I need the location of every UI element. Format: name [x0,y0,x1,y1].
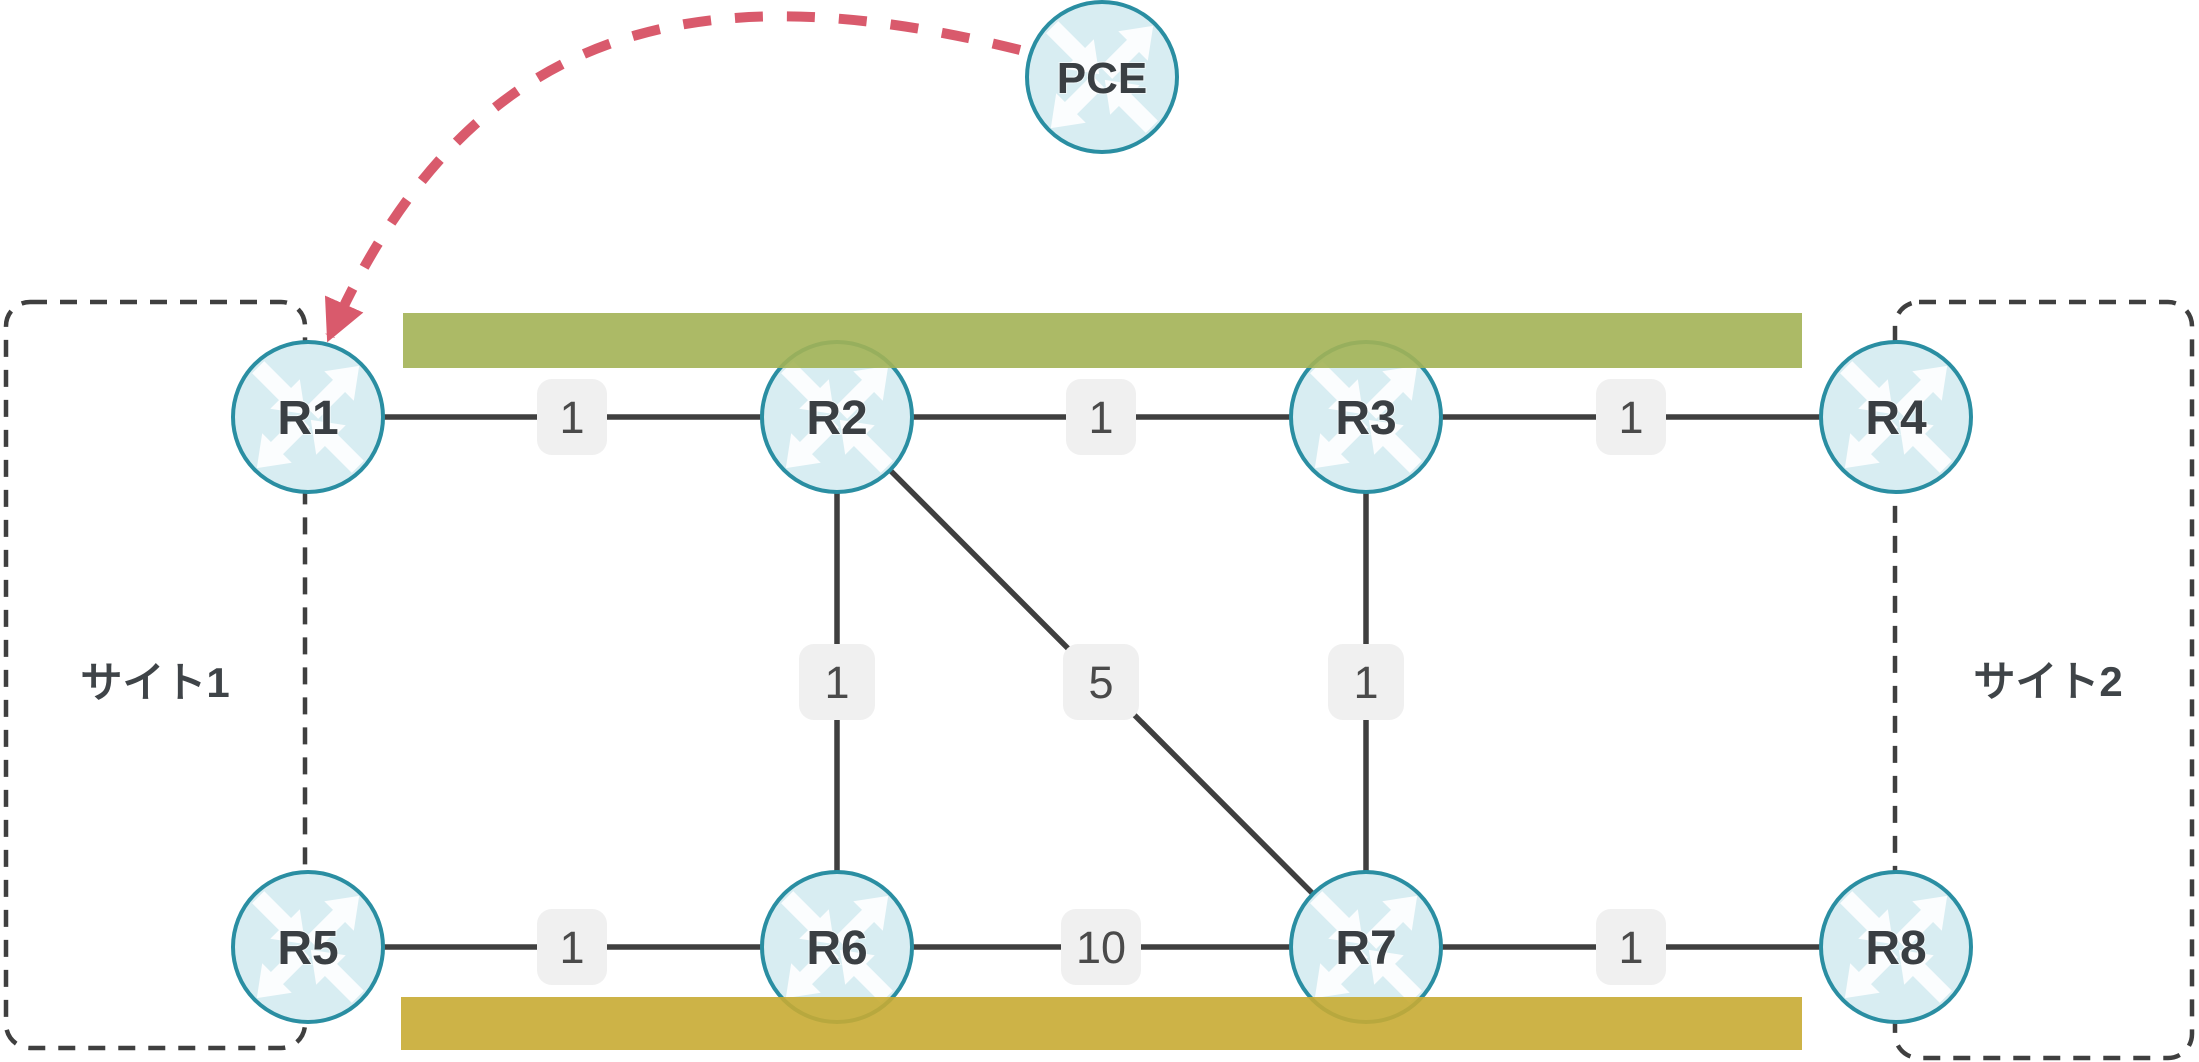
cost-badge-bg [1066,379,1136,455]
router-node-r7: R7 [1289,870,1443,1024]
link-cost-labels: 1 1 1 1 10 1 1 1 [537,379,1666,985]
router-label: R7 [1335,922,1396,975]
site-1-boundary: サイト1 [3,299,308,1051]
cost-badge-bg [1063,644,1139,720]
cost-badge-r1-r2: 1 [537,379,607,455]
cost-value: 1 [1618,392,1643,443]
cost-badge-r2-r6: 1 [799,644,875,720]
cost-value: 1 [559,922,584,973]
cost-value: 1 [1353,657,1378,708]
cost-badge-bg [1596,909,1666,985]
cost-badge-r2-r3: 1 [1066,379,1136,455]
top-path-highlight-bar [403,313,1802,368]
router-label: R8 [1865,922,1926,975]
router-label: R3 [1335,392,1396,445]
site-1-label: サイト1 [80,659,229,706]
router-label: R6 [806,922,867,975]
cost-value: 10 [1076,922,1126,973]
cost-value: 1 [1088,392,1113,443]
cost-badge-r7-r8: 1 [1596,909,1666,985]
router-node-r8: R8 [1819,870,1973,1024]
site-2-boundary: サイト2 [1892,299,2195,1061]
cost-badge-r3-r7: 1 [1328,644,1404,720]
router-node-r6: R6 [760,870,914,1024]
cost-badge-bg [799,644,875,720]
site-2-dashed-border [1892,299,2195,1061]
router-label: R1 [277,392,338,445]
router-label: R4 [1865,392,1927,445]
pce-label: PCE [1057,54,1147,103]
cost-value: 1 [559,392,584,443]
cost-badge-bg [1061,909,1141,985]
cost-badge-bg [537,909,607,985]
cost-value: 5 [1088,657,1113,708]
cost-badge-r2-r7: 5 [1063,644,1139,720]
site-2-label: サイト2 [1973,658,2122,705]
cost-badge-r6-r7: 10 [1061,909,1141,985]
router-node-r1: R1 [231,340,385,494]
pce-to-r1-dashed-arrow [324,11,1022,343]
bottom-path-highlight-bar [401,997,1802,1050]
site-1-dashed-border [3,299,308,1051]
cost-badge-bg [537,379,607,455]
cost-badge-r5-r6: 1 [537,909,607,985]
cost-badge-bg [1328,644,1404,720]
router-label: R5 [277,922,338,975]
router-node-r4: R4 [1819,340,1973,494]
cost-value: 1 [824,657,849,708]
cost-value: 1 [1618,922,1643,973]
router-node-r5: R5 [231,870,385,1024]
pce-node: PCE [1025,0,1179,154]
cost-badge-r3-r4: 1 [1596,379,1666,455]
router-label: R2 [806,392,867,445]
cost-badge-bg [1596,379,1666,455]
